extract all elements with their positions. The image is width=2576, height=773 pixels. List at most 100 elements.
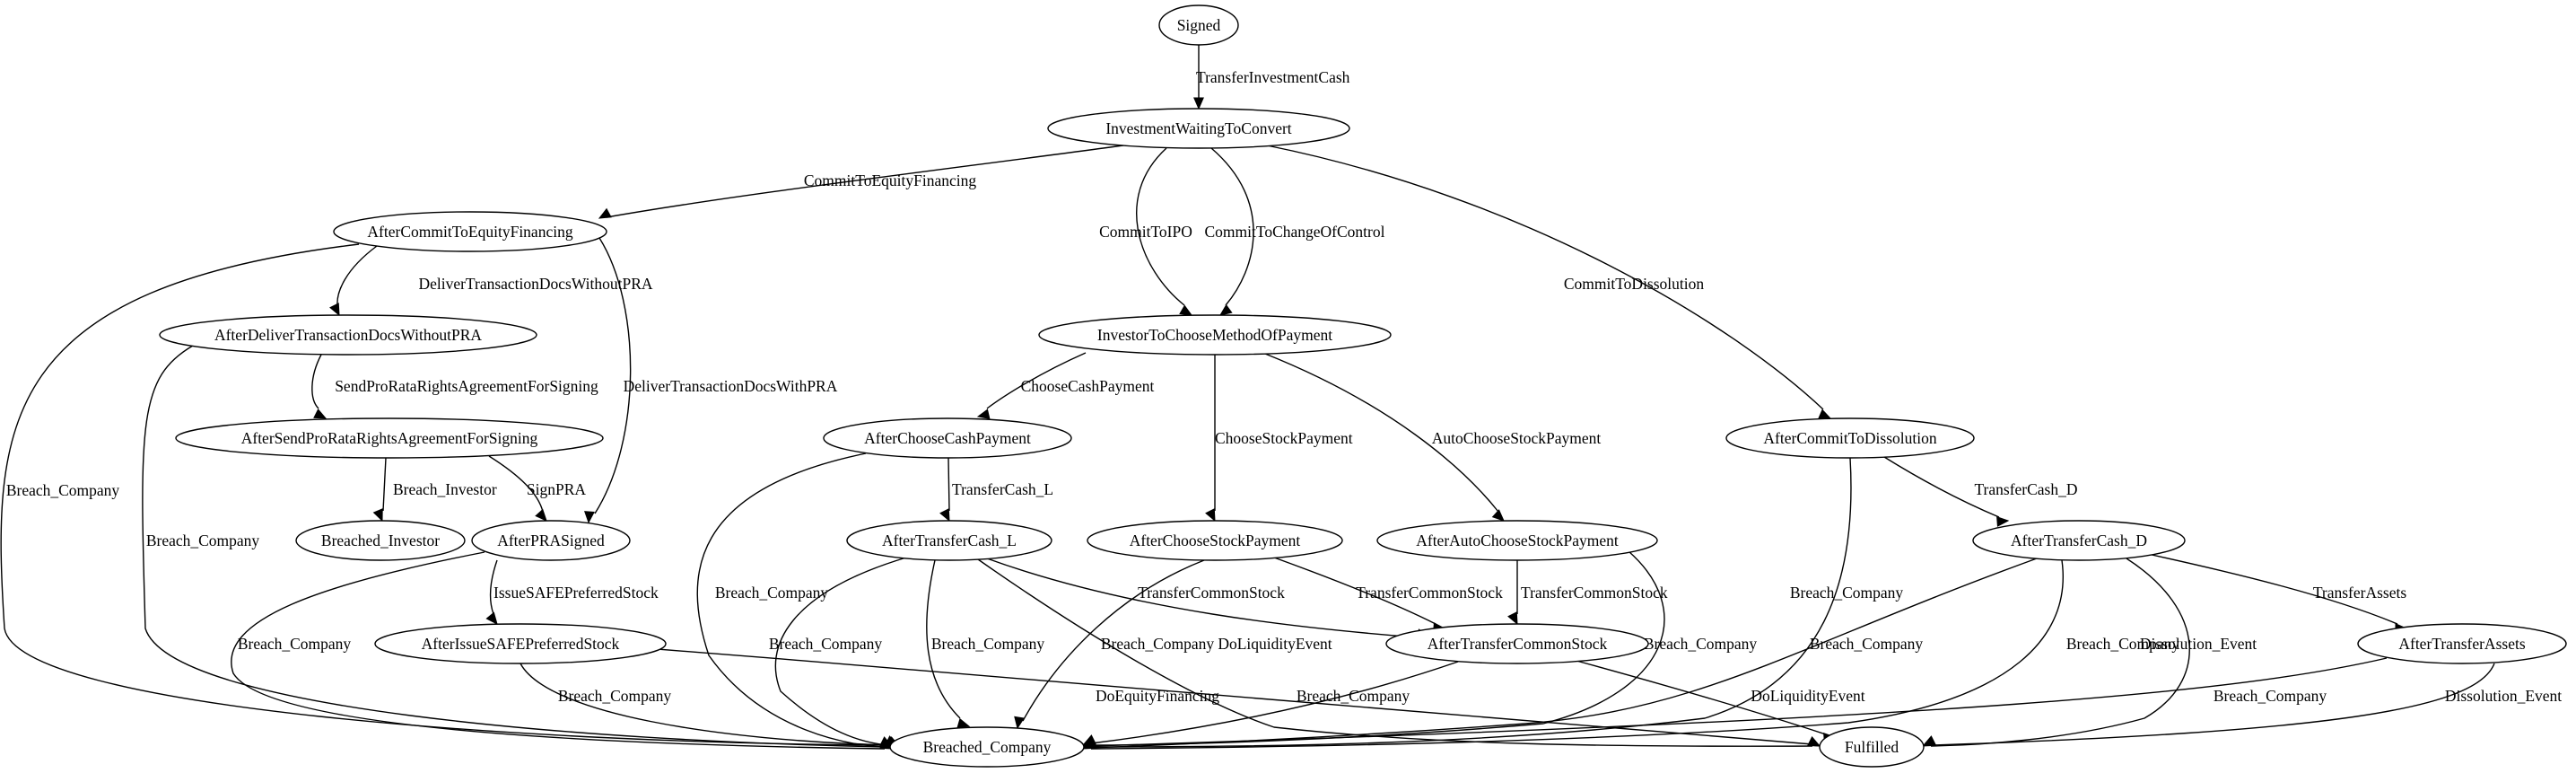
edge-line xyxy=(774,557,907,746)
edge-line xyxy=(382,457,387,512)
edges-layer: TransferInvestmentCashCommitToEquityFina… xyxy=(0,45,2562,750)
node-ellipse xyxy=(1038,314,1392,356)
edge-line xyxy=(1090,661,1459,744)
arrowhead xyxy=(535,508,547,522)
node-ellipse xyxy=(471,520,631,561)
node-ellipse xyxy=(1376,520,1658,561)
node-ellipse xyxy=(1819,726,1925,768)
node-after-commit-equity: AfterCommitToEquityFinancing xyxy=(333,211,607,252)
node-ellipse xyxy=(1385,623,1649,664)
node-fulfilled: Fulfilled xyxy=(1819,726,1925,768)
node-after-auto-choose-stock: AfterAutoChooseStockPayment xyxy=(1376,520,1658,561)
node-label: AfterChooseStockPayment xyxy=(1130,531,1301,549)
edge-label: DeliverTransactionDocsWithoutPRA xyxy=(418,275,652,293)
edge-label: Breach_Company xyxy=(715,584,829,602)
arrowhead xyxy=(1193,97,1204,110)
edge-line xyxy=(947,457,950,512)
edge-after_commit_equity-to-after_deliver_without_pra: DeliverTransactionDocsWithoutPRA xyxy=(329,245,653,317)
node-ellipse xyxy=(159,314,537,356)
node-ellipse xyxy=(1047,108,1350,149)
edge-label: TransferCash_L xyxy=(952,480,1053,498)
edge-line xyxy=(0,243,886,746)
arrowhead xyxy=(1818,408,1832,419)
edge-after_transfer_cash_l-to-breached_company: Breach_Company xyxy=(926,559,1045,729)
edge-line xyxy=(986,352,1087,409)
edge-line xyxy=(1090,558,2038,749)
edge-label: Breach_Company xyxy=(931,635,1045,653)
edge-label: Breach_Company xyxy=(2214,687,2327,705)
edge-line xyxy=(1273,557,1436,625)
node-ellipse xyxy=(846,520,1052,561)
edge-line xyxy=(1266,145,1824,410)
edge-investor_choose-to-after_choose_cash: ChooseCashPayment xyxy=(976,352,1155,419)
node-after-transfer-common: AfterTransferCommonStock xyxy=(1385,623,1649,664)
node-ellipse xyxy=(1972,520,2186,561)
node-label: InvestorToChooseMethodOfPayment xyxy=(1097,326,1332,344)
edge-label: TransferCommonStock xyxy=(1138,584,1285,602)
edge-label: Breach_Company xyxy=(238,635,352,653)
node-label: AfterDeliverTransactionDocsWithoutPRA xyxy=(214,326,482,344)
node-label: InvestmentWaitingToConvert xyxy=(1105,119,1291,137)
edge-after_choose_stock-to-after_transfer_common: TransferCommonStock xyxy=(1273,557,1503,633)
edge-label: SignPRA xyxy=(527,480,586,498)
edge-line xyxy=(520,663,893,746)
edge-investment_waiting-to-after_commit_dissolution: CommitToDissolution xyxy=(1266,145,1832,419)
edge-after_choose_cash-to-breached_company: Breach_Company xyxy=(696,452,899,748)
edge-after_send_pro_rata-to-after_pra_signed: SignPRA xyxy=(488,455,586,522)
edge-line xyxy=(231,551,886,750)
edge-label: AutoChooseStockPayment xyxy=(1432,429,1602,447)
edge-after_choose_cash-to-after_transfer_cash_l: TransferCash_L xyxy=(939,457,1053,523)
edge-line xyxy=(696,452,891,748)
arrowhead xyxy=(598,207,612,219)
edge-line xyxy=(1576,660,1827,735)
arrowhead xyxy=(956,717,971,729)
edge-label: SendProRataRightsAgreementForSigning xyxy=(335,377,598,395)
edge-after_commit_dissolution-to-after_transfer_cash_d: TransferCash_D xyxy=(1883,456,2078,527)
edge-line xyxy=(594,237,632,514)
arrowhead xyxy=(1014,716,1025,730)
edge-label: Dissolution_Event xyxy=(2445,687,2562,705)
edge-after_auto_choose_stock-to-after_transfer_common: TransferCommonStock xyxy=(1507,560,1668,626)
node-label: Breached_Investor xyxy=(321,531,440,549)
edge-line xyxy=(1210,147,1254,306)
edge-line xyxy=(1930,663,2495,746)
node-label: Fulfilled xyxy=(1845,738,1899,756)
node-after-send-pro-rata: AfterSendProRataRightsAgreementForSignin… xyxy=(175,417,604,459)
node-label: AfterTransferCommonStock xyxy=(1428,635,1608,653)
node-signed: Signed xyxy=(1158,4,1239,46)
edge-after_deliver_without_pra-to-after_send_pro_rata: SendProRataRightsAgreementForSigning xyxy=(311,354,598,419)
node-ellipse xyxy=(1087,520,1343,561)
arrowhead xyxy=(1507,611,1518,626)
node-ellipse xyxy=(175,417,604,459)
arrowhead xyxy=(372,508,383,523)
arrowhead xyxy=(1082,736,1096,747)
edge-investment_waiting-to-investor_choose: CommitToChangeOfControl xyxy=(1205,147,1385,316)
edge-label: Dissolution_Event xyxy=(2140,635,2257,653)
node-label: Breached_Company xyxy=(923,738,1052,756)
edge-signed-to-investment_waiting: TransferInvestmentCash xyxy=(1193,45,1350,110)
edge-investor_choose-to-after_auto_choose_stock: AutoChooseStockPayment xyxy=(1264,353,1602,522)
edge-label: Breach_Company xyxy=(1790,584,1904,602)
node-label: AfterPRASigned xyxy=(497,531,605,549)
edge-investment_waiting-to-after_commit_equity: CommitToEquityFinancing xyxy=(598,145,1124,219)
edge-after_send_pro_rata-to-breached_investor: Breach_Investor xyxy=(372,457,497,523)
edge-label: ChooseStockPayment xyxy=(1215,429,1353,447)
node-label: AfterIssueSAFEPreferredStock xyxy=(422,635,620,653)
node-investment-waiting: InvestmentWaitingToConvert xyxy=(1047,108,1350,149)
edge-line xyxy=(645,647,1813,745)
edge-line xyxy=(1883,456,2000,518)
edge-line xyxy=(311,354,322,409)
node-label: AfterChooseCashPayment xyxy=(864,429,1031,447)
edge-label: Breach_Investor xyxy=(393,480,497,498)
node-label: AfterCommitToDissolution xyxy=(1763,429,1936,447)
edge-label: ChooseCashPayment xyxy=(1021,377,1155,395)
edge-line xyxy=(1264,353,1499,513)
edge-label: TransferCommonStock xyxy=(1521,584,1668,602)
edge-line xyxy=(977,558,1813,747)
edge-line xyxy=(488,455,544,513)
node-label: AfterTransferAssets xyxy=(2398,635,2525,653)
arrowhead xyxy=(485,611,498,625)
edge-after_commit_equity-to-after_pra_signed: DeliverTransactionDocsWithPRA xyxy=(584,237,838,524)
edge-label: Breach_Company xyxy=(6,481,120,499)
edge-label: DoLiquidityEvent xyxy=(1218,635,1332,653)
